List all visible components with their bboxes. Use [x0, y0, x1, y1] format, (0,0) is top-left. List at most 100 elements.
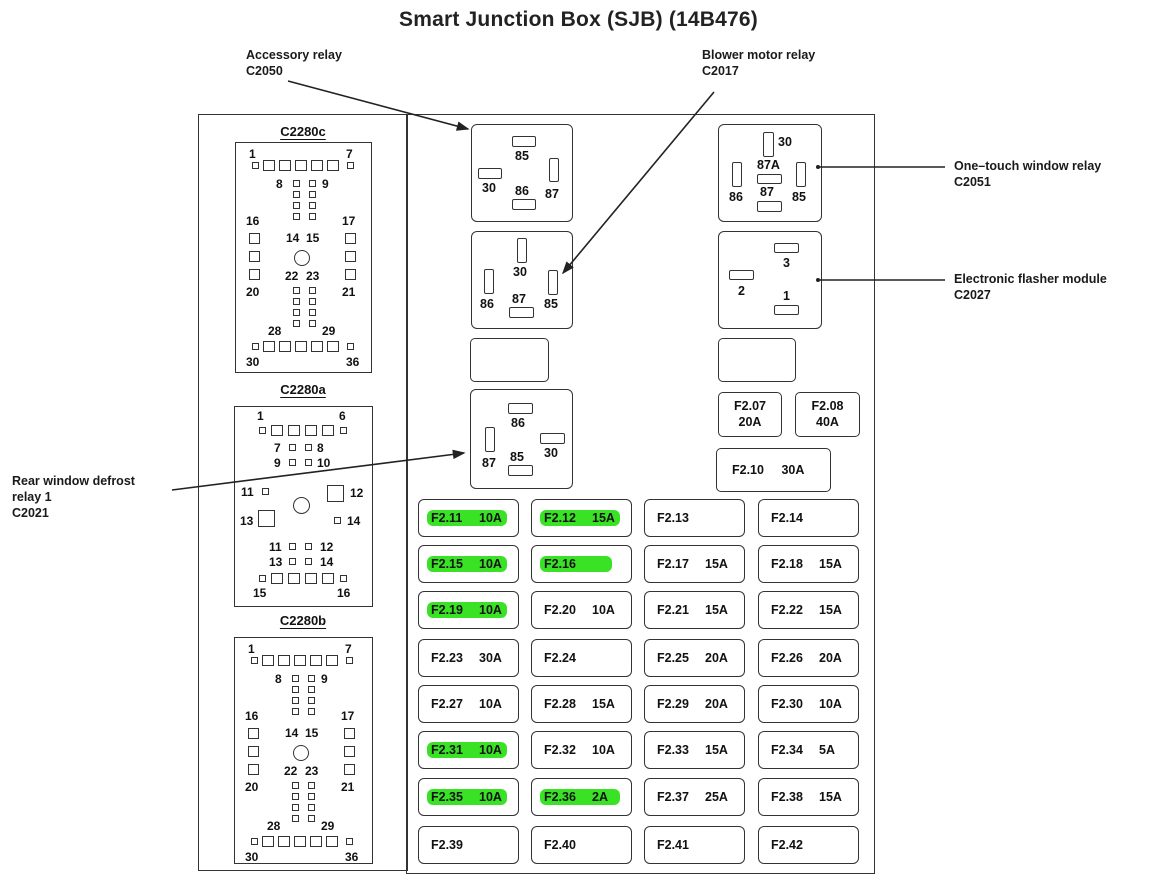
fuse-f2-40[interactable]: F2.40: [531, 826, 632, 864]
pin-large: [344, 728, 355, 739]
pin-large: [326, 836, 338, 847]
pin-small: [347, 343, 354, 350]
terminal-label: 86: [511, 416, 525, 430]
terminal-label: 87: [760, 185, 774, 199]
pin-large: [249, 233, 260, 244]
pin-small: [308, 675, 315, 682]
terminal-85: [512, 136, 536, 147]
fuse-f2-10[interactable]: F2.10 30A: [716, 448, 831, 492]
pin-small: [309, 298, 316, 305]
pin-label: 17: [341, 709, 355, 723]
fuse-id: F2.30: [771, 697, 803, 711]
pin-label: 30: [246, 355, 260, 369]
locating-hole: [293, 745, 309, 761]
pin-large: [262, 655, 274, 666]
pin-small: [293, 309, 300, 316]
fuse-amperage: 10A: [592, 743, 615, 757]
pin-large: [263, 341, 275, 352]
fuse-id: F2.25: [657, 651, 689, 665]
one-touch-window-relay-callout: One–touch window relay C2051: [954, 158, 1101, 190]
highlight-mark: [427, 556, 507, 572]
fuse-amperage: 15A: [705, 743, 728, 757]
terminal-2: [729, 270, 754, 280]
empty-slot: [470, 338, 549, 382]
pin-small: [292, 782, 299, 789]
pin-large: [310, 655, 322, 666]
pin-label: 7: [274, 441, 281, 455]
blower-motor-relay[interactable]: 30 86 87 85: [471, 231, 573, 329]
pin-label: 1: [249, 147, 256, 161]
electronic-flasher-module[interactable]: 3 2 1: [718, 231, 822, 329]
fuse-f2-16[interactable]: F2.16: [531, 545, 632, 583]
one-touch-window-relay[interactable]: 30 87A 86 87 85: [718, 124, 822, 222]
fuse-f2-08[interactable]: F2.08 40A: [795, 392, 860, 437]
callout-text: Blower motor relay: [702, 48, 816, 62]
pin-small: [305, 558, 312, 565]
pin-large: [279, 341, 291, 352]
pin-large: [295, 341, 307, 352]
pin-small: [292, 815, 299, 822]
fuse-id: F2.13: [657, 511, 689, 525]
pin-large: [311, 160, 323, 171]
fuse-f2-42[interactable]: F2.42: [758, 826, 859, 864]
callout-text: Rear window defrost: [12, 474, 135, 488]
fuse-amperage: 25A: [705, 790, 728, 804]
pin-label: 14: [285, 726, 299, 740]
pin-label: 20: [245, 780, 259, 794]
pin-small: [292, 697, 299, 704]
fuse-id: F2.14: [771, 511, 803, 525]
fuse-id: F2.20: [544, 603, 576, 617]
fuse-f2-13[interactable]: F2.13: [644, 499, 745, 537]
pin-label: 21: [342, 285, 356, 299]
pin-small: [346, 657, 353, 664]
empty-slot: [718, 338, 796, 382]
terminal-86: [508, 403, 533, 414]
fuse-f2-39[interactable]: F2.39: [418, 826, 519, 864]
pin-label: 11: [269, 540, 282, 554]
pin-small: [346, 838, 353, 845]
terminal-86: [512, 199, 536, 210]
fuse-f2-24[interactable]: F2.24: [531, 639, 632, 677]
fuse-f2-41[interactable]: F2.41: [644, 826, 745, 864]
terminal-label: 85: [544, 297, 558, 311]
fuse-f2-07[interactable]: F2.07 20A: [718, 392, 782, 437]
pin-large: [295, 160, 307, 171]
terminal-87: [549, 158, 559, 182]
terminal-30: [517, 238, 527, 263]
pin-label: 12: [350, 486, 364, 500]
highlight-mark: [427, 789, 507, 805]
rear-window-defrost-relay[interactable]: 86 87 85 30: [470, 389, 573, 489]
fuse-f2-14[interactable]: F2.14: [758, 499, 859, 537]
fuse-id: F2.10: [732, 463, 764, 477]
fuse-amperage: 10A: [479, 790, 502, 804]
connector-c2280c-title: C2280c: [280, 124, 326, 139]
callout-text: One–touch window relay: [954, 159, 1102, 173]
terminal-label: 86: [515, 184, 529, 198]
accessory-relay[interactable]: 85 30 86 87: [471, 124, 573, 222]
pin-label: 15: [305, 726, 319, 740]
